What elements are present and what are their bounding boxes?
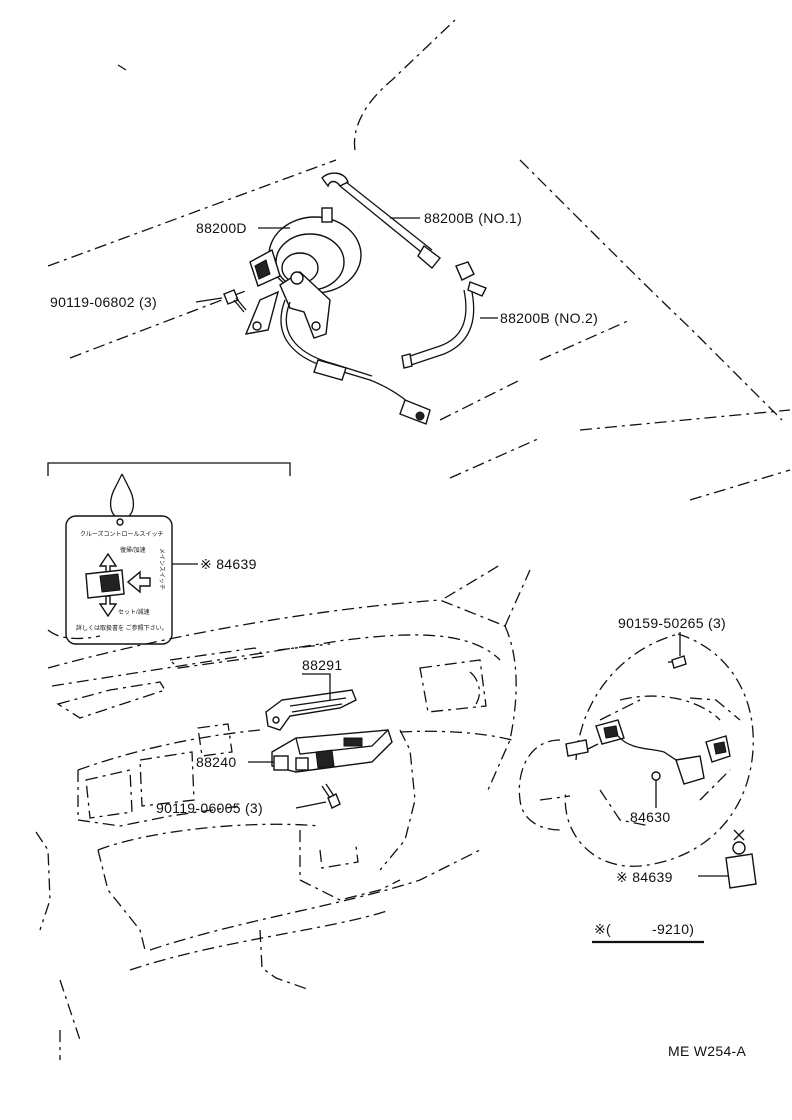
cable-no2 <box>401 261 487 369</box>
cruise-control-actuator <box>244 207 362 339</box>
footnote-prefix: ※( <box>594 921 611 937</box>
callout-84639-switch: ※ 84639 <box>616 869 673 885</box>
callout-88240: 88240 <box>196 754 236 770</box>
callout-90119-06802: 90119-06802 (3) <box>50 294 157 310</box>
computer-bracket <box>265 689 357 731</box>
production-footnote: ※( -9210) <box>592 921 704 944</box>
switch-screw <box>668 655 687 669</box>
callout-88291: 88291 <box>302 657 342 673</box>
callout-84630: 84630 <box>630 809 670 825</box>
card-title: クルーズコントロールスイッチ <box>80 530 164 538</box>
callout-90159-50265: 90159-50265 (3) <box>618 615 726 631</box>
leader-lines-wheel <box>655 632 728 877</box>
card-resume: 復帰/加速 <box>120 546 146 554</box>
engine-compartment-outline <box>47 19 791 501</box>
switch-caution-label <box>725 829 757 889</box>
dashboard-outline <box>35 564 531 1060</box>
caution-label-inset: クルーズコントロールスイッチ 復帰/加速 メインスイッチ セット/減速 詳しくは… <box>47 462 291 645</box>
callout-84639-card: ※ 84639 <box>200 556 257 572</box>
callout-90119-06005: 90119-06005 (3) <box>156 800 263 816</box>
leader-lines-dash <box>248 673 331 809</box>
cruise-control-computer <box>271 729 393 773</box>
leader-lines-top <box>195 217 498 319</box>
steering-wheel <box>518 633 754 867</box>
cruise-control-switch <box>565 719 731 785</box>
computer-bolt <box>321 783 341 809</box>
actuator-harness <box>280 299 431 425</box>
reference-code: ME W254-A <box>668 1043 747 1059</box>
card-set: セット/減速 <box>118 608 150 616</box>
callout-88200d: 88200D <box>196 220 247 236</box>
card-main-switch: メインスイッチ <box>158 548 165 590</box>
cable-no1 <box>321 172 441 270</box>
actuator-bolt <box>223 289 247 313</box>
callout-88200b-no2: 88200B (NO.2) <box>500 310 598 326</box>
callout-88200b-no1: 88200B (NO.1) <box>424 210 522 226</box>
card-note: 詳しくは取扱書を ご参照下さい。 <box>76 624 168 632</box>
footnote-range: -9210) <box>652 921 694 937</box>
